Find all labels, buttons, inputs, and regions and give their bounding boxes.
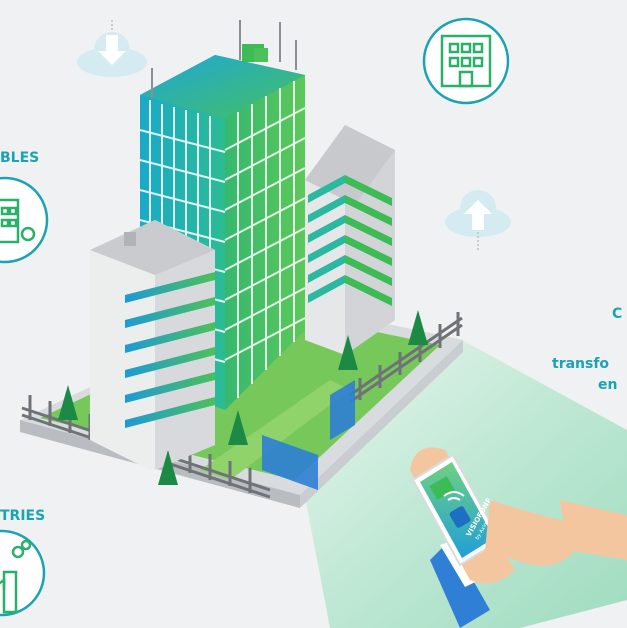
label-left-top: BLES [0,150,40,166]
trees [58,310,428,485]
upload-cloud-icon [445,190,511,252]
label-left-bottom: TRIES [0,508,46,524]
building-right [305,125,395,355]
label-right-3: en [598,377,618,393]
building-icon [422,17,510,105]
hand-holding-phone: VISIOFONE by Aximum [410,447,627,628]
factory-icon [0,529,46,617]
phone: VISIOFONE by Aximum [411,453,502,567]
label-right-1: C [612,306,623,322]
wifi-icon [443,491,465,501]
gate [262,380,355,490]
building-icon [0,176,49,264]
download-cloud-icon [77,20,147,77]
label-right-2: transfo [552,356,610,372]
building-left [90,220,215,470]
